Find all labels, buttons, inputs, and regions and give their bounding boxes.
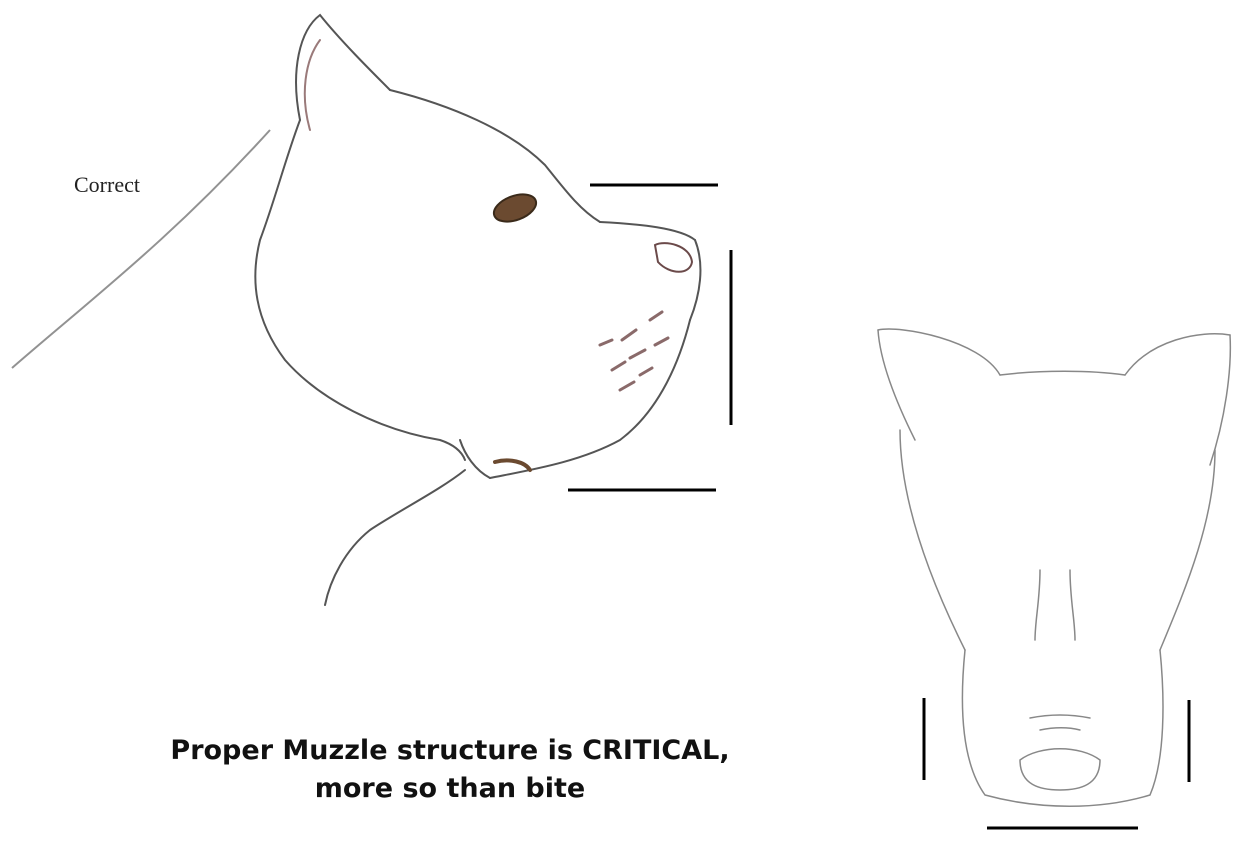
eye-icon	[490, 189, 540, 227]
front-measure-lines	[924, 698, 1189, 828]
whisker-marks	[600, 312, 668, 390]
caption: Proper Muzzle structure is CRITICAL, mor…	[100, 732, 800, 808]
label-correct: Correct	[74, 172, 140, 198]
caption-line-1: Proper Muzzle structure is CRITICAL,	[100, 732, 800, 770]
caption-line-2: more so than bite	[100, 770, 800, 808]
front-head-sketch	[878, 329, 1230, 806]
leash-line	[12, 130, 270, 368]
profile-head-sketch	[255, 15, 700, 605]
profile-measure-lines	[568, 185, 731, 490]
